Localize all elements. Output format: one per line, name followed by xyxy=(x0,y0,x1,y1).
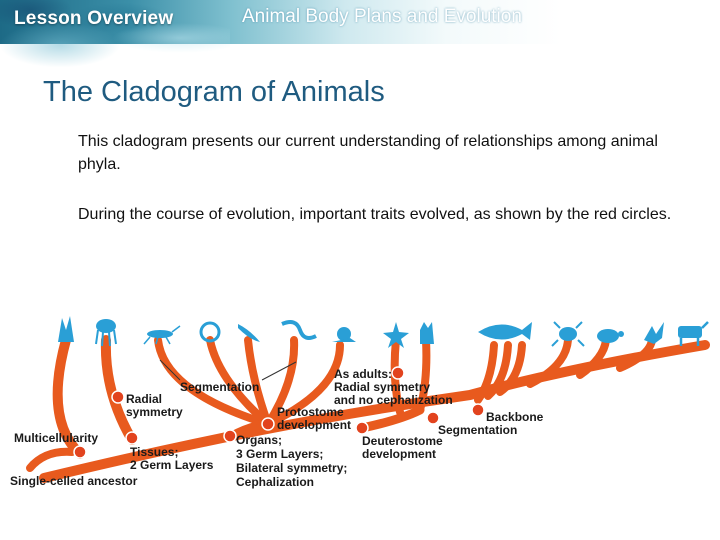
intro-paragraph: This cladogram presents our current unde… xyxy=(78,133,658,173)
sponge-icon xyxy=(58,316,74,342)
deuterostome-label-2: development xyxy=(362,447,436,461)
radial-label-1: Radial xyxy=(126,392,162,406)
roundworm-icon xyxy=(281,320,317,340)
branch-flatworms xyxy=(206,336,272,428)
coral-reef-banner xyxy=(0,0,230,70)
trait-circle-segmentation xyxy=(426,411,440,425)
adults-label-3: and no cephalization xyxy=(334,393,453,407)
leech-icon xyxy=(238,324,260,342)
multicellularity-label: Multicellularity xyxy=(14,431,98,445)
main-trunk xyxy=(39,340,710,483)
protostome-label-1: Protostome xyxy=(277,405,344,419)
turtle-icon xyxy=(597,329,624,343)
insect-icon xyxy=(143,325,181,345)
organs-label-2: 3 Germ Layers; xyxy=(236,447,323,461)
branch-arthropods xyxy=(154,336,272,428)
backbone-label: Backbone xyxy=(486,410,544,424)
trait-circle-organs xyxy=(223,429,237,443)
segmentation-label-top: Segmentation xyxy=(180,380,259,394)
slide-title: The Cladogram of Animals xyxy=(43,76,385,108)
trait-circle-deuterostome xyxy=(355,421,369,435)
snail-icon xyxy=(332,327,356,342)
adults-label-2: Radial symmetry xyxy=(334,380,430,394)
trait-circles xyxy=(73,366,485,459)
branch-sponges xyxy=(52,335,85,459)
mammal-icon xyxy=(678,321,709,346)
radial-label-2: symmetry xyxy=(126,405,183,419)
traits-paragraph: During the course of evolution, importan… xyxy=(78,206,672,223)
lesson-overview-label: Lesson Overview xyxy=(14,8,174,29)
cladogram-branches xyxy=(26,335,710,483)
trait-labels: Single-celled ancestor Multicellularity … xyxy=(10,367,544,489)
lesson-header: Lesson Overview Animal Body Plans and Ev… xyxy=(0,0,720,70)
flatworm-icon xyxy=(199,321,221,343)
trait-circle-tissues xyxy=(125,431,139,445)
protostome-label-2: development xyxy=(277,418,351,432)
frog-icon xyxy=(551,321,585,347)
trait-circle-backbone xyxy=(471,403,485,417)
branch-fish-3 xyxy=(496,341,526,396)
deuterostome-label-1: Deuterostome xyxy=(362,434,443,448)
branch-fish-2 xyxy=(484,341,512,400)
branch-reptiles xyxy=(576,336,610,379)
organs-label-3: Bilateral symmetry; xyxy=(236,461,347,475)
root-branch xyxy=(26,447,76,472)
trait-circle-radial-adults xyxy=(391,366,405,380)
branch-mollusks xyxy=(264,341,344,428)
root-label: Single-celled ancestor xyxy=(10,474,138,488)
trait-circle-multicellularity xyxy=(73,445,87,459)
trait-circle-protostome xyxy=(261,417,275,431)
organs-label-1: Organs; xyxy=(236,433,282,447)
trait-circle-radial xyxy=(111,390,125,404)
branch-leeches xyxy=(244,336,272,428)
branch-tunicates xyxy=(416,336,431,414)
organs-label-4: Cephalization xyxy=(236,475,314,489)
label-pointers xyxy=(159,359,297,381)
lesson-subject: Animal Body Plans and Evolution xyxy=(242,6,522,27)
animal-icons xyxy=(58,316,709,348)
tissues-label-2: 2 Germ Layers xyxy=(130,458,214,472)
sea-squirt-icon xyxy=(420,322,434,344)
jellyfish-icon xyxy=(95,319,117,347)
adults-label-1: As adults: xyxy=(334,367,392,381)
bird-icon xyxy=(644,322,664,344)
branch-cnidarians xyxy=(100,335,137,445)
animal-cladogram: Single-celled ancestor Multicellularity … xyxy=(10,316,710,489)
sea-star-icon xyxy=(383,322,409,348)
branch-roundworms xyxy=(264,336,299,428)
segmentation-label-bottom: Segmentation xyxy=(438,423,517,437)
branch-amphibians xyxy=(526,336,572,388)
branch-fish-1 xyxy=(474,341,498,404)
tissues-label-1: Tissues; xyxy=(130,445,178,459)
fish-icon xyxy=(478,322,532,340)
